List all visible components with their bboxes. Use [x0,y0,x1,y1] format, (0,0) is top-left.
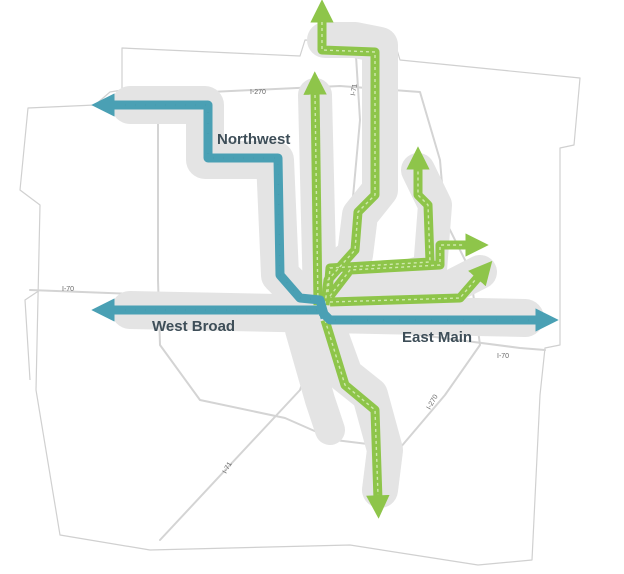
i270-north-label: I-270 [250,89,266,96]
east-main-label: East Main [402,329,472,346]
county-boundary [19,39,581,566]
i70-west-label: I-70 [62,286,74,293]
northwest-route [91,93,330,320]
west-broad-label: West Broad [152,318,235,335]
i70-east-label: I-70 [497,353,509,360]
i71-north-label: I-71 [350,83,359,96]
corridor-labels: Northwest West Broad East Main [152,131,472,346]
green-routes [303,0,493,519]
east-main-route [318,308,559,332]
i270-loop [157,85,481,449]
northwest-label: Northwest [217,131,290,148]
blue-routes [91,93,559,332]
